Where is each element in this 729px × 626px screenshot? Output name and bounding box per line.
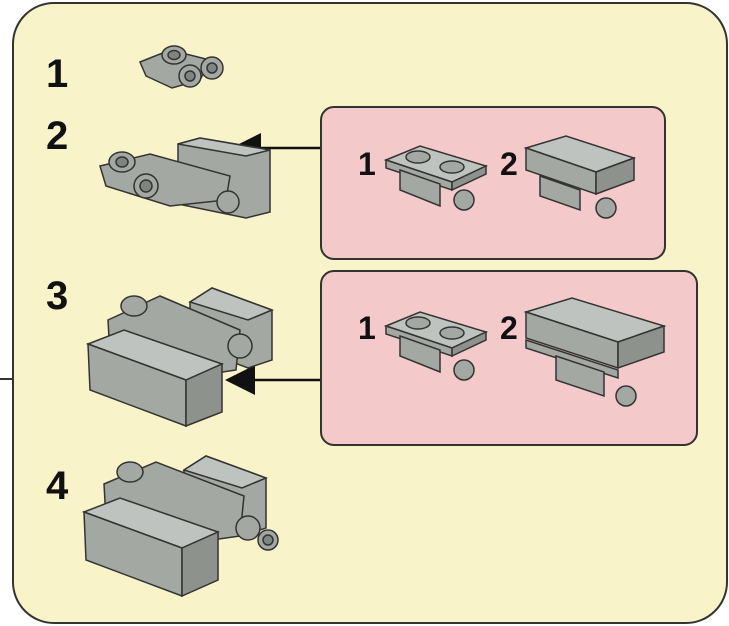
subassembly-step-2-item-1: 1: [358, 146, 376, 182]
step-1-part: [139, 45, 224, 89]
subassembly-step-3-tile: [523, 297, 667, 407]
step-number-3: 3: [46, 274, 69, 318]
step-number-1: 1: [46, 52, 69, 96]
subassembly-step-3-plate: [383, 311, 489, 381]
subassembly-step-2-item-2: 2: [500, 146, 518, 182]
subassembly-step-3-item-1: 1: [358, 310, 376, 346]
subassembly-step-3-item-2: 2: [500, 310, 518, 346]
step-2-assembly: [99, 137, 271, 219]
step-3-assembly: [85, 287, 275, 428]
step-number-4: 4: [46, 464, 69, 508]
frame-connector-line: [0, 378, 13, 380]
subassembly-step-2-plate: [383, 145, 489, 211]
step-number-2: 2: [46, 114, 69, 158]
step-4-assembly: [81, 455, 279, 598]
subassembly-step-2-tile: [523, 135, 637, 219]
